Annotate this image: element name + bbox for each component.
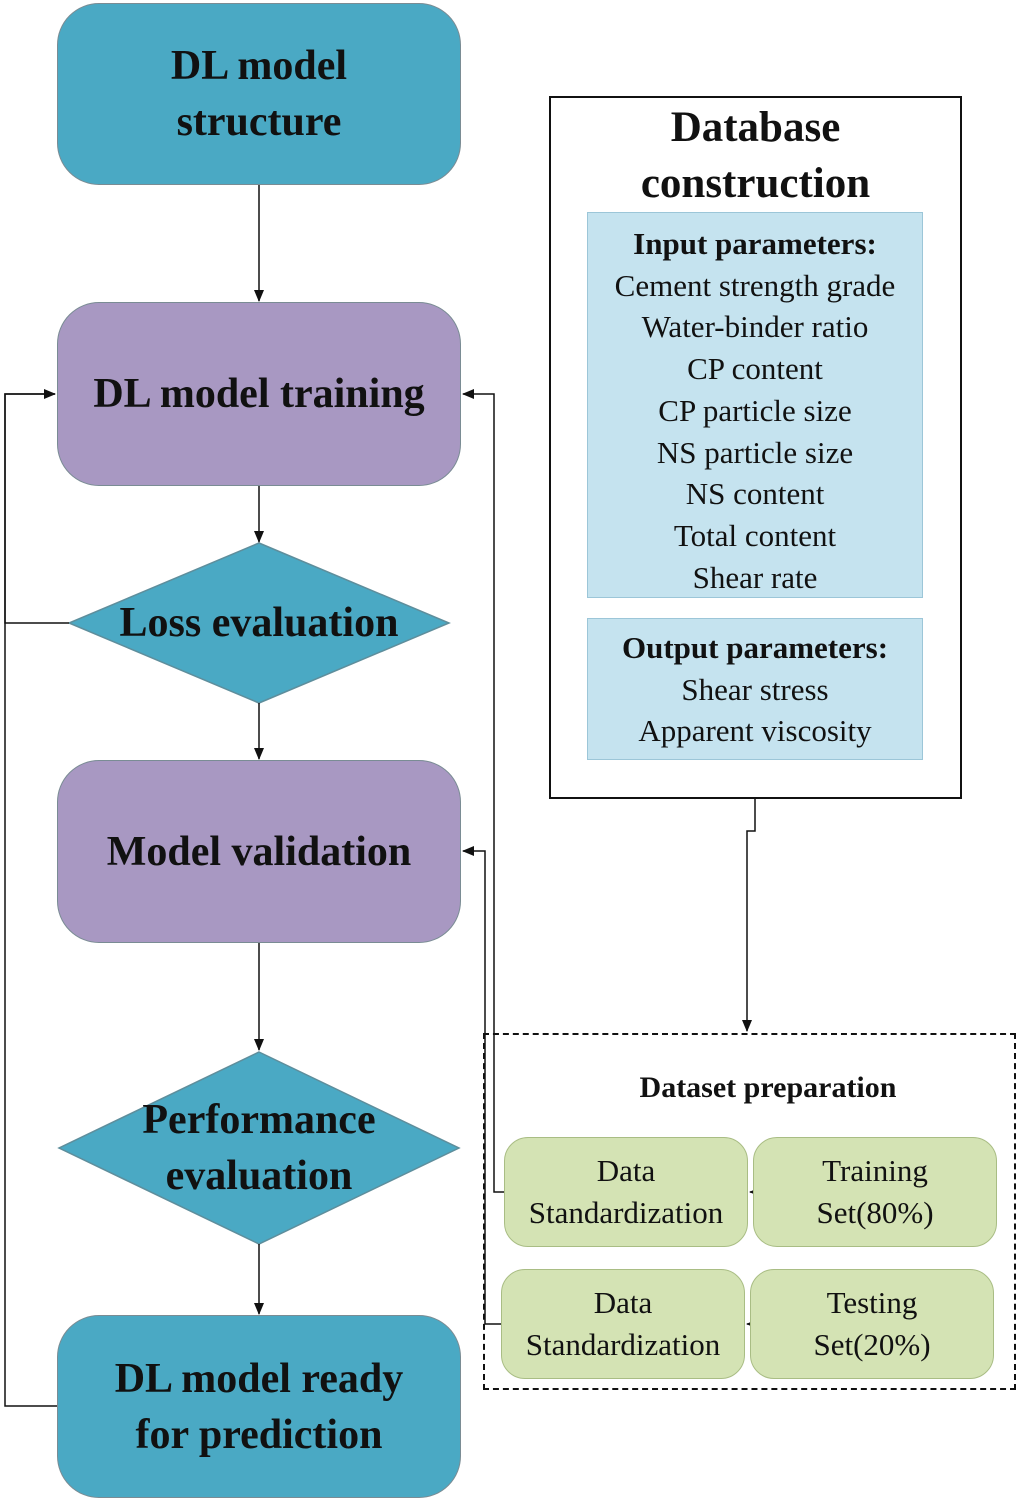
dataset-preparation-box <box>483 1033 1016 1390</box>
output-parameters-heading: Output parameters: <box>621 630 889 665</box>
train-data-standardization-box: Data Standardization <box>504 1137 748 1247</box>
database-construction-title: Database construction <box>640 104 871 207</box>
input-parameter-item: Total content <box>673 517 837 553</box>
loss-evaluation-label: Loss evaluation <box>119 600 399 646</box>
output-parameter-item: Apparent viscosity <box>638 713 872 749</box>
dl-model-training-label: DL model training <box>93 371 425 417</box>
output-parameter-item: Shear stress <box>681 671 829 707</box>
testing-set-box: Testing Set(20%) <box>750 1269 994 1379</box>
test-data-standardization-box: Data Standardization <box>501 1269 745 1379</box>
input-parameter-item: NS content <box>685 476 825 512</box>
input-parameter-item: CP particle size <box>658 392 852 428</box>
input-parameter-item: NS particle size <box>656 434 854 470</box>
arrow-database-to-dataset <box>742 799 756 1032</box>
input-parameter-item: Water-binder ratio <box>641 309 869 345</box>
dataset-preparation-title: Dataset preparation <box>639 1071 897 1104</box>
output-parameters-box: Output parameters: Shear stress Apparent… <box>587 618 923 760</box>
loop-ready-to-training <box>4 393 57 1407</box>
training-set-box: Training Set(80%) <box>753 1137 997 1247</box>
dl-model-structure-label: DL model structure <box>170 43 348 145</box>
dl-model-ready-label: DL model ready for prediction <box>114 1355 404 1458</box>
input-parameter-item: CP content <box>687 351 823 387</box>
input-parameters-box: Input parameters: Cement strength grade … <box>587 212 923 598</box>
input-parameter-item: Shear rate <box>692 559 818 595</box>
dl-model-ready-box: DL model ready for prediction <box>57 1315 461 1498</box>
performance-evaluation-label: Performance evaluation <box>142 1097 376 1199</box>
input-parameter-item: Cement strength grade <box>614 267 896 303</box>
model-validation-label: Model validation <box>106 828 412 875</box>
model-validation-box: Model validation <box>57 760 461 943</box>
dl-model-structure-box: DL model structure <box>57 3 461 185</box>
dl-model-training-box: DL model training <box>57 302 461 486</box>
input-parameters-heading: Input parameters: <box>633 226 877 261</box>
